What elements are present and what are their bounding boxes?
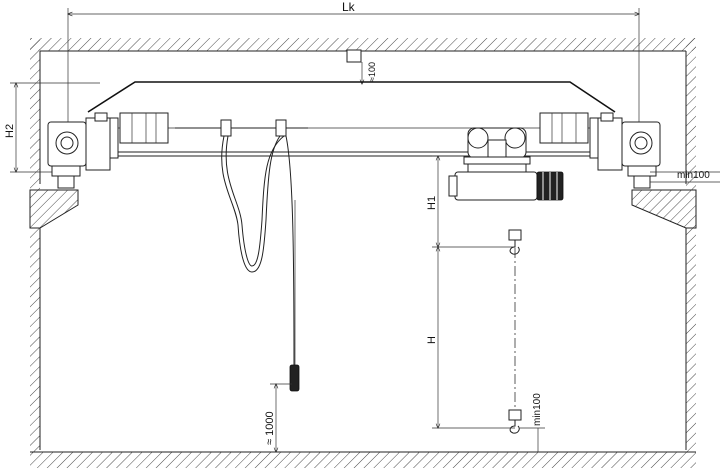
right-clearance-dimension: min100 bbox=[650, 170, 720, 183]
trolley-wheel-right-icon bbox=[504, 127, 526, 149]
pendant-height-dimension: ≈ 1000 bbox=[264, 384, 292, 452]
upper-hook-icon bbox=[508, 229, 522, 255]
trolley-wheel-left-icon bbox=[467, 127, 489, 149]
festoon-cable bbox=[175, 119, 308, 392]
left-travel-motor bbox=[119, 112, 169, 144]
hoist-drum bbox=[454, 171, 538, 201]
right-travel-motor bbox=[539, 112, 589, 144]
h2-dimension: H2 bbox=[4, 83, 100, 172]
right-clearance-label: min100 bbox=[677, 170, 710, 181]
right-wheel-icon bbox=[629, 131, 653, 155]
pendant-control bbox=[289, 364, 300, 392]
building-structure bbox=[29, 38, 697, 468]
span-dimension: Lk bbox=[68, 0, 639, 140]
left-end-carriage bbox=[47, 112, 169, 189]
ceiling-marker bbox=[346, 49, 362, 63]
hook-clearance-label: min100 bbox=[532, 393, 543, 426]
h-dimension: H bbox=[426, 247, 515, 428]
h2-dimension-label: H2 bbox=[4, 124, 16, 138]
right-corbel bbox=[631, 189, 697, 229]
roof-hatching bbox=[30, 38, 696, 51]
span-dimension-label: Lk bbox=[342, 0, 356, 14]
h1-dimension-label: H1 bbox=[426, 196, 438, 210]
left-wheel-icon bbox=[55, 131, 79, 155]
pendant-height-label: ≈ 1000 bbox=[264, 411, 276, 445]
right-wall-hatching bbox=[686, 38, 696, 190]
clearance-dimension: ≈100 bbox=[362, 62, 377, 84]
right-end-carriage bbox=[539, 112, 661, 189]
left-corbel bbox=[29, 189, 79, 229]
left-wall-hatching bbox=[30, 38, 40, 190]
hook-clearance-dimension: min100 bbox=[520, 393, 545, 452]
hoist-trolley bbox=[448, 127, 564, 201]
h-dimension-label: H bbox=[426, 336, 438, 344]
floor-hatching bbox=[30, 452, 696, 468]
clearance-dimension-label: ≈100 bbox=[367, 62, 377, 82]
hook-travel bbox=[508, 229, 522, 434]
h1-dimension: H1 bbox=[426, 156, 515, 247]
lower-hook-icon bbox=[508, 409, 522, 434]
